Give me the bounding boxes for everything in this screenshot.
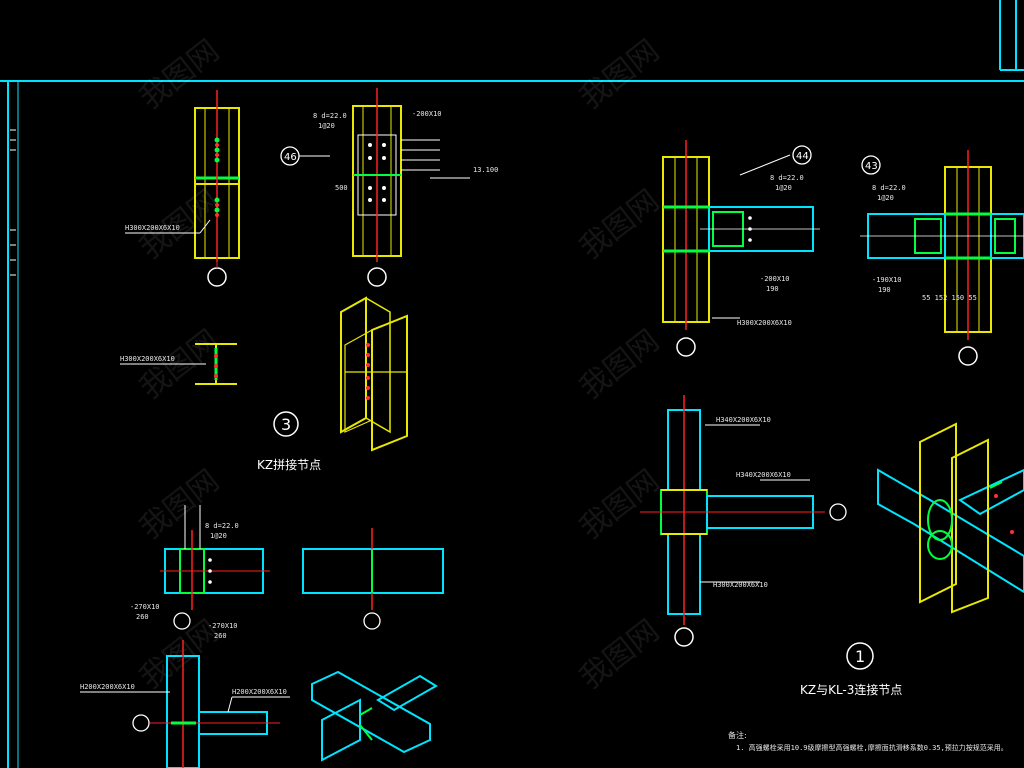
- plate-label: -270X10: [208, 622, 238, 630]
- node-caption: KZ与KL-3连接节点: [800, 682, 902, 697]
- detail-3-isometric: 3 KZ拼接节点: [257, 296, 408, 472]
- bolt-spec-label: 8 d=22.0: [205, 522, 239, 530]
- watermark-text: 我图网: [573, 463, 665, 546]
- detail-beam-elevation: [302, 528, 444, 630]
- detail-kz-kl3-elevation: H340X200X6X10 H340X200X6X10 H300X200X6X1…: [640, 395, 847, 647]
- member-label: H300X200X6X10: [125, 224, 180, 232]
- detail-tag-circle: [861, 155, 881, 175]
- detail-kz-kl3-isometric: [877, 422, 1024, 614]
- bolt-spec-label: 8 d=22.0: [770, 174, 804, 182]
- plate-dim: 190: [766, 285, 779, 293]
- plate-dim: 260: [214, 632, 227, 640]
- detail-43-column-two-beams: 8 d=22.0 1@20 -190X10 190 55 152 150 55 …: [860, 150, 1024, 366]
- detail-44-column-beam: 8 d=22.0 1@20 -200X10 190 H300X200X6X10 …: [662, 140, 820, 357]
- detail-beam-splice: 8 d=22.0 1@20 -270X10 260 -270X10 260: [130, 505, 270, 640]
- title-strip-marks: [10, 129, 16, 276]
- axis-bubble: [173, 612, 191, 630]
- member-label: H300X200X6X10: [713, 581, 768, 589]
- node-number-circle: [273, 411, 299, 437]
- axis-bubble: [829, 503, 847, 521]
- detail-tag-circle: [792, 145, 812, 165]
- member-label: H300X200X6X10: [120, 355, 175, 363]
- watermark-text: 我图网: [133, 33, 225, 116]
- node-caption: KZ拼接节点: [257, 457, 321, 472]
- plate-label: -200X10: [412, 110, 442, 118]
- axis-bubble: [367, 267, 387, 287]
- elevation-label: 13.100: [473, 166, 498, 174]
- detail-tag: 44: [796, 151, 809, 162]
- detail-46-column-splice: 13.100 8 d=22.0 1@20 -200X10 500 46: [280, 88, 498, 287]
- detail-column-beam-bottom: H200X200X6X10 H200X200X6X10: [80, 640, 290, 768]
- plate-dim: 190: [878, 286, 891, 294]
- bolt-spec-label: 1@20: [775, 184, 792, 192]
- member-label: H340X200X6X10: [736, 471, 791, 479]
- dimension-label: 55 152 150 55: [922, 294, 977, 302]
- member-label: H200X200X6X10: [80, 683, 135, 691]
- bolt-spec-label: 1@20: [877, 194, 894, 202]
- watermark-text: 我图网: [573, 183, 665, 266]
- node-number: 3: [281, 415, 291, 434]
- detail-isometric-beam-joint: [311, 670, 438, 762]
- axis-bubble: [207, 267, 227, 287]
- dimension-label: 500: [335, 184, 348, 192]
- bolt-spec-label: 8 d=22.0: [313, 112, 347, 120]
- plate-label: -190X10: [872, 276, 902, 284]
- watermark-text: 我图网: [573, 613, 665, 696]
- watermark-text: 我图网: [133, 323, 225, 406]
- plate-dim: 260: [136, 613, 149, 621]
- notes-line: 1. 高强螺栓采用10.9级摩擦型高强螺栓,摩擦面抗滑移系数0.35,预拉力按规…: [736, 743, 1008, 752]
- detail-h-section: H300X200X6X10: [120, 343, 237, 385]
- member-label: H340X200X6X10: [716, 416, 771, 424]
- bolt-spec-label: 1@20: [318, 122, 335, 130]
- notes-title: 备注:: [728, 730, 747, 740]
- plate-label: -200X10: [760, 275, 790, 283]
- axis-bubble: [132, 714, 150, 732]
- member-label: H200X200X6X10: [232, 688, 287, 696]
- axis-bubble: [958, 346, 978, 366]
- member-label: H300X200X6X10: [737, 319, 792, 327]
- detail-tag: 43: [865, 161, 878, 172]
- plate-label: -270X10: [130, 603, 160, 611]
- drawing-notes: 备注: 1. 高强螺栓采用10.9级摩擦型高强螺栓,摩擦面抗滑移系数0.35,预…: [728, 730, 1008, 752]
- axis-bubble: [674, 627, 694, 647]
- node-1-caption-group: 1 KZ与KL-3连接节点: [800, 642, 902, 697]
- node-number: 1: [855, 647, 865, 666]
- watermark-layer: 我图网 我图网 我图网 我图网 我图网 我图网 我图网 我图网 我图网 我图网: [133, 33, 665, 696]
- node-number-circle: [846, 642, 874, 670]
- watermark-text: 我图网: [573, 33, 665, 116]
- axis-bubble: [676, 337, 696, 357]
- watermark-text: 我图网: [573, 323, 665, 406]
- detail-column-elevation-1: H300X200X6X10: [125, 90, 240, 287]
- axis-bubble: [363, 612, 381, 630]
- detail-tag: 46: [284, 152, 297, 163]
- bolt-spec-label: 8 d=22.0: [872, 184, 906, 192]
- bolt-spec-label: 1@20: [210, 532, 227, 540]
